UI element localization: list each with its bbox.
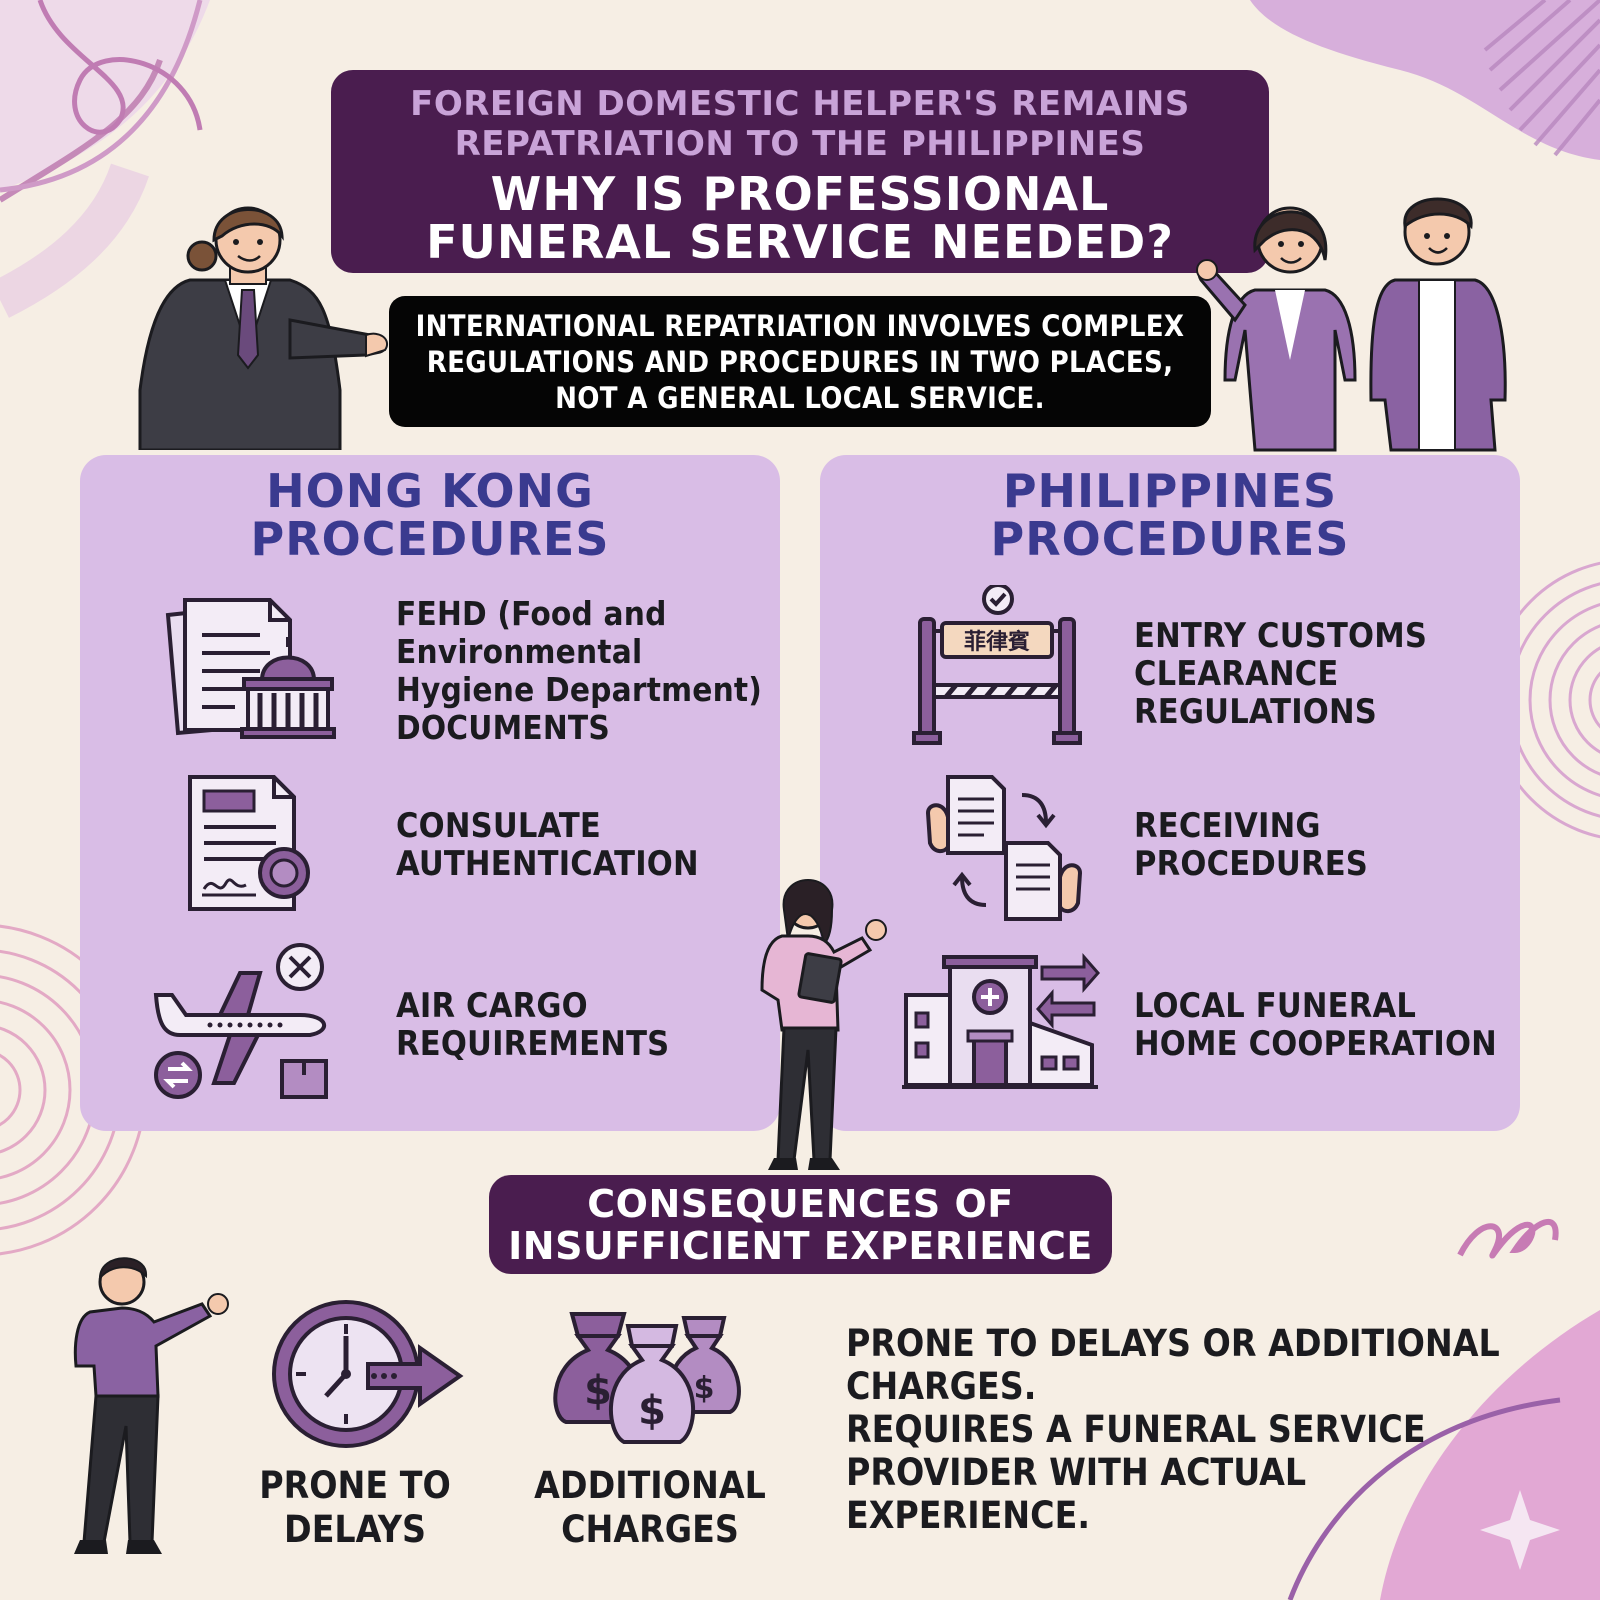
receiving-line-2: PROCEDURES xyxy=(1134,844,1369,884)
philippines-panel-title: PHILIPPINES PROCEDURES xyxy=(820,467,1520,563)
intro-line-1: INTERNATIONAL REPATRIATION INVOLVES COMP… xyxy=(415,309,1185,343)
delays-label: PRONE TO DELAYS xyxy=(240,1464,470,1552)
subtitle-line-1: FOREIGN DOMESTIC HELPER'S REMAINS xyxy=(410,84,1190,124)
funeral-home-line-2: HOME COOPERATION xyxy=(1134,1024,1497,1064)
presenter-woman-illustration xyxy=(760,879,887,1170)
summary-line-3: REQUIRES A FUNERAL SERVICE xyxy=(846,1408,1426,1451)
couple-illustration xyxy=(1196,197,1507,452)
svg-text:$: $ xyxy=(584,1368,612,1414)
philippines-title-line-1: PHILIPPINES xyxy=(1002,464,1338,518)
philippines-title-line-2: PROCEDURES xyxy=(990,512,1350,566)
consequences-title-line-1: CONSEQUENCES OF xyxy=(587,1182,1014,1226)
consequences-banner: CONSEQUENCES OF INSUFFICIENT EXPERIENCE xyxy=(489,1175,1112,1274)
entry-customs-text: ENTRY CUSTOMS CLEARANCE REGULATIONS xyxy=(1134,617,1427,731)
delays-line-1: PRONE TO xyxy=(259,1464,451,1507)
air-cargo-line-2: REQUIREMENTS xyxy=(396,1024,670,1064)
charges-label: ADDITIONAL CHARGES xyxy=(520,1464,780,1552)
summary-line-5: EXPERIENCE. xyxy=(846,1494,1090,1537)
government-documents-icon xyxy=(165,598,336,739)
fehd-line-1: FEHD (Food and xyxy=(396,594,667,633)
intro-line-2: REGULATIONS AND PROCEDURES IN TWO PLACES… xyxy=(426,345,1174,379)
presenter-man-illustration xyxy=(73,1257,229,1554)
customs-line-1: ENTRY CUSTOMS xyxy=(1134,616,1428,656)
consequences-title-line-2: INSUFFICIENT EXPERIENCE xyxy=(508,1224,1093,1268)
fehd-line-4: DOCUMENTS xyxy=(396,708,610,747)
consulate-line-2: AUTHENTICATION xyxy=(396,844,699,884)
hong-kong-panel-title: HONG KONG PROCEDURES xyxy=(80,467,780,563)
summary-line-4: PROVIDER WITH ACTUAL xyxy=(846,1451,1307,1494)
hong-kong-title-line-2: PROCEDURES xyxy=(250,512,610,566)
customs-line-2: CLEARANCE xyxy=(1134,654,1339,694)
money-bags-icon: $ $ $ xyxy=(553,1312,741,1444)
funeral-home-building-icon xyxy=(902,953,1100,1089)
charges-line-2: CHARGES xyxy=(561,1508,739,1551)
gate-sign-text: 菲律賓 xyxy=(964,629,1030,655)
subtitle-line-2: REPATRIATION TO THE PHILIPPINES xyxy=(454,124,1146,164)
page-title-line-1: WHY IS PROFESSIONAL xyxy=(490,167,1110,221)
consequences-summary: PRONE TO DELAYS OR ADDITIONAL CHARGES. R… xyxy=(846,1322,1526,1537)
hong-kong-procedures-panel: HONG KONG PROCEDURES FEHD (Food and Envi… xyxy=(80,455,780,1131)
receiving-procedures-text: RECEIVING PROCEDURES xyxy=(1134,807,1368,883)
delays-line-2: DELAYS xyxy=(284,1508,426,1551)
title-banner: FOREIGN DOMESTIC HELPER'S REMAINS REPATR… xyxy=(331,70,1269,273)
consulate-line-1: CONSULATE xyxy=(396,806,602,846)
funeral-home-line-1: LOCAL FUNERAL xyxy=(1134,986,1417,1026)
charges-line-1: ADDITIONAL xyxy=(534,1464,766,1507)
svg-text:$: $ xyxy=(638,1388,666,1434)
air-cargo-text: AIR CARGO REQUIREMENTS xyxy=(396,987,669,1063)
summary-line-2: CHARGES. xyxy=(846,1365,1037,1408)
fehd-documents-text: FEHD (Food and Environmental Hygiene Dep… xyxy=(396,595,762,747)
airplane-cargo-icon xyxy=(153,943,328,1099)
summary-line-1: PRONE TO DELAYS OR ADDITIONAL xyxy=(846,1322,1500,1365)
hong-kong-title-line-1: HONG KONG xyxy=(266,464,594,518)
page-title-line-2: FUNERAL SERVICE NEEDED? xyxy=(426,215,1174,269)
philippines-procedures-panel: PHILIPPINES PROCEDURES 菲律賓 ENTRY CUSTOMS… xyxy=(820,455,1520,1131)
consulate-authentication-text: CONSULATE AUTHENTICATION xyxy=(396,807,699,883)
customs-gate-icon: 菲律賓 xyxy=(912,585,1082,745)
fehd-line-2: Environmental xyxy=(396,632,643,671)
intro-note: INTERNATIONAL REPATRIATION INVOLVES COMP… xyxy=(389,296,1211,427)
air-cargo-line-1: AIR CARGO xyxy=(396,986,588,1026)
fehd-line-3: Hygiene Department) xyxy=(396,670,763,709)
document-exchange-icon xyxy=(925,775,1083,921)
svg-text:$: $ xyxy=(694,1371,715,1406)
receiving-line-1: RECEIVING xyxy=(1134,806,1321,846)
clock-delay-icon xyxy=(272,1300,464,1448)
funeral-director-illustration xyxy=(138,206,388,450)
intro-line-3: NOT A GENERAL LOCAL SERVICE. xyxy=(555,381,1045,415)
certificate-icon xyxy=(188,775,310,911)
customs-line-3: REGULATIONS xyxy=(1134,692,1377,732)
local-funeral-home-text: LOCAL FUNERAL HOME COOPERATION xyxy=(1134,987,1497,1063)
